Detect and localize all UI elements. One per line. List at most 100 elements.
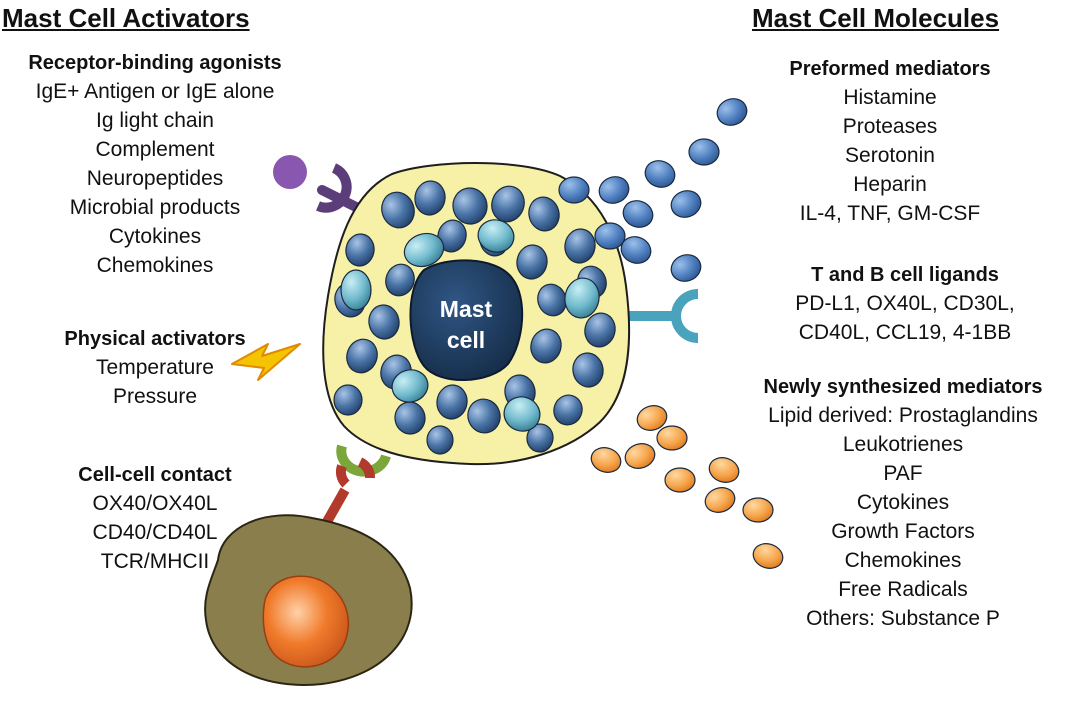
released-blue-granule <box>558 176 590 204</box>
synthesized-item: PAF <box>883 462 923 485</box>
preformed-heading: Preformed mediators <box>789 58 991 80</box>
receptor-teal <box>628 289 699 343</box>
physical-item: Temperature <box>96 356 214 379</box>
granules <box>333 180 616 455</box>
synthesized-item: Chemokines <box>844 549 962 572</box>
granule <box>381 191 415 229</box>
mast-label-line-2: cell <box>446 327 486 353</box>
released-orange-droplet <box>624 443 656 469</box>
preformed-item: IL-4, TNF, GM-CSF <box>799 202 981 225</box>
synthesized-heading: Newly synthesized mediators <box>763 376 1043 398</box>
released-blue-granule <box>716 98 748 126</box>
preformed-item: Serotonin <box>845 144 935 167</box>
released-orange-droplet <box>708 457 740 483</box>
released-preformed-mediators <box>558 98 748 282</box>
granule <box>516 244 548 280</box>
left-title: Mast Cell Activators <box>2 3 250 33</box>
receptor-item: Neuropeptides <box>86 167 224 190</box>
synthesized-item: Leukotrienes <box>842 433 964 456</box>
receptor-agonists-block: Receptor-binding agonists IgE+ Antigen o… <box>0 50 310 280</box>
granule <box>414 180 446 216</box>
ligands-heading: T and B cell ligands <box>811 264 999 286</box>
physical-activators-block: Physical activators Temperature Pressure <box>40 326 270 411</box>
granule <box>368 304 400 340</box>
synthesized-item: Others: Substance P <box>806 607 1000 630</box>
physical-item: Pressure <box>112 385 198 408</box>
granule-light <box>340 269 372 311</box>
granule <box>584 312 616 348</box>
released-blue-granule <box>598 176 630 204</box>
granule <box>452 187 488 225</box>
preformed-item: Histamine <box>843 86 937 109</box>
released-blue-granule <box>620 236 652 264</box>
cell-contact-heading: Cell-cell contact <box>78 464 232 486</box>
receptor-item: Chemokines <box>96 254 214 277</box>
receptor-item: Ig light chain <box>96 109 214 132</box>
physical-activators-heading: Physical activators <box>64 328 246 350</box>
released-blue-granule <box>622 200 654 228</box>
granule <box>437 219 467 253</box>
receptor-agonists-heading: Receptor-binding agonists <box>28 52 282 74</box>
contact-item: TCR/MHCII <box>100 550 210 573</box>
right-title: Mast Cell Molecules <box>752 3 1000 33</box>
granule <box>345 233 375 267</box>
released-orange-droplet <box>656 425 688 451</box>
granule <box>526 423 554 453</box>
granule-light <box>503 396 541 432</box>
preformed-block: Preformed mediators Histamine Proteases … <box>760 56 1020 228</box>
ligand-purple-icon <box>273 155 307 189</box>
contact-item: OX40/OX40L <box>92 492 218 515</box>
cell-contact-block: Cell-cell contact OX40/OX40L CD40/CD40L … <box>40 462 270 576</box>
granule <box>346 338 378 374</box>
released-orange-droplet <box>664 467 696 493</box>
granule-light <box>477 219 515 253</box>
receptor-item: Complement <box>95 138 215 161</box>
released-blue-granule <box>594 222 626 250</box>
released-blue-granule <box>670 254 702 282</box>
granule-light <box>564 277 600 319</box>
granule <box>572 352 604 388</box>
granule <box>528 196 560 232</box>
ligands-block: T and B cell ligands PD-L1, OX40L, CD30L… <box>770 262 1040 347</box>
synthesized-item: Free Radicals <box>838 578 968 601</box>
granule <box>426 425 454 455</box>
t-cell-nucleus <box>262 575 350 668</box>
granule <box>333 384 363 416</box>
synthesized-item: Growth Factors <box>831 520 975 543</box>
released-orange-droplet <box>742 497 774 523</box>
released-orange-droplet <box>704 487 736 513</box>
synthesized-block: Newly synthesized mediators Lipid derive… <box>728 374 1078 633</box>
ligands-item: PD-L1, OX40L, CD30L, <box>795 292 1015 315</box>
ligands-item: CD40L, CCL19, 4-1BB <box>798 321 1012 344</box>
granule <box>436 384 468 420</box>
released-blue-granule <box>688 138 720 166</box>
granule <box>530 328 562 364</box>
synthesized-item: Lipid derived: Prostaglandins <box>768 404 1038 427</box>
receptor-item: Microbial products <box>69 196 241 219</box>
granule <box>553 394 583 426</box>
mast-cell-label: Mast cell <box>418 294 514 356</box>
receptor-item: IgE+ Antigen or IgE alone <box>35 80 275 103</box>
released-blue-granule <box>644 160 676 188</box>
newly-synthesized-mediators-shapes <box>590 405 784 569</box>
granule <box>385 263 415 297</box>
lightning-bolt-icon <box>231 343 301 381</box>
preformed-item: Proteases <box>842 115 938 138</box>
mast-cell-nucleus <box>409 259 524 382</box>
released-blue-granule <box>670 190 702 218</box>
receptor-item: Cytokines <box>108 225 202 248</box>
contact-item: CD40/CD40L <box>92 521 218 544</box>
mast-label-line-1: Mast <box>439 296 493 322</box>
t-cell <box>204 514 413 686</box>
granule-light <box>403 232 445 268</box>
granule-light <box>391 369 429 403</box>
released-orange-droplet <box>590 447 622 473</box>
released-orange-droplet <box>636 405 668 431</box>
preformed-item: Heparin <box>853 173 927 196</box>
released-orange-droplet <box>752 543 784 569</box>
synthesized-item: Cytokines <box>856 491 950 514</box>
granule <box>467 398 501 434</box>
granule <box>564 228 596 264</box>
